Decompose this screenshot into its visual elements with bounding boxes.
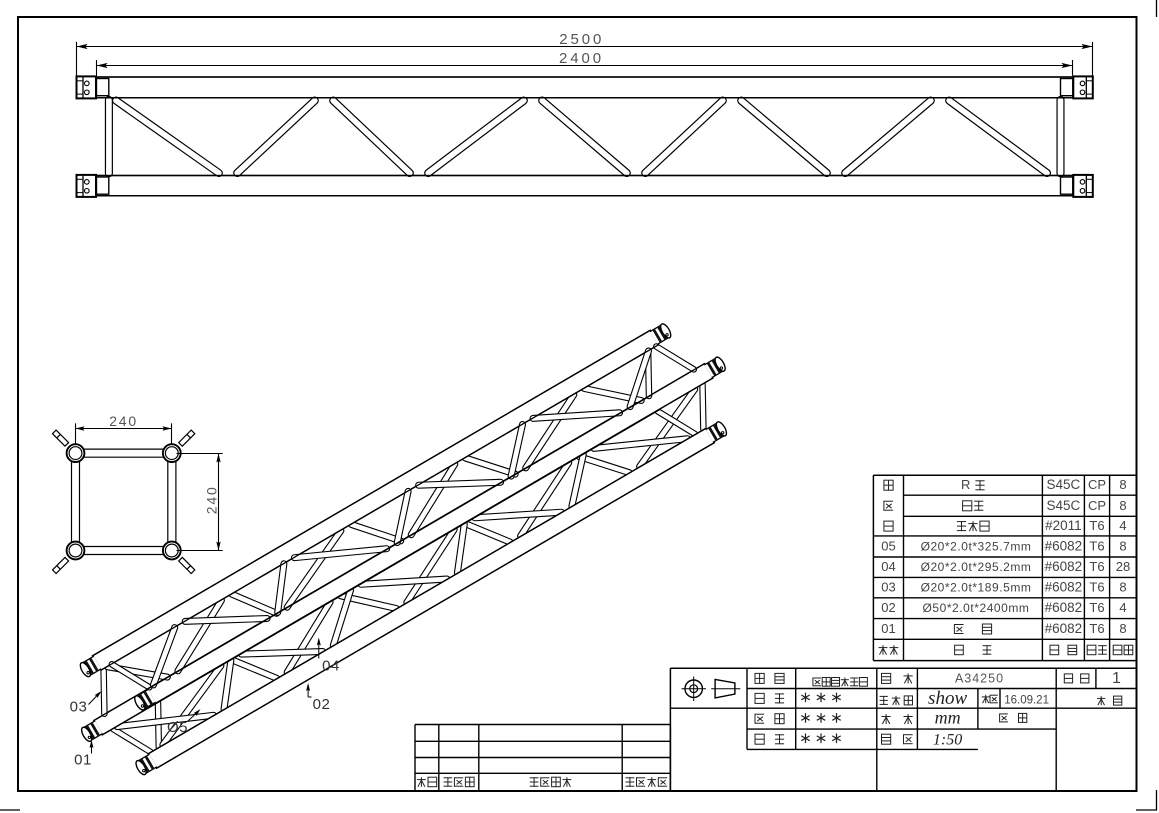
svg-text:A34250: A34250 [955,671,1004,685]
svg-text:01: 01 [881,621,895,636]
svg-text:CP: CP [1088,498,1106,513]
svg-text:Ø20*2.0t*325.7mm: Ø20*2.0t*325.7mm [921,540,1032,554]
svg-text:8: 8 [1119,477,1126,492]
svg-text:8: 8 [1119,580,1126,595]
svg-text:#6082: #6082 [1045,621,1083,636]
svg-text:1:50: 1:50 [933,732,962,749]
svg-text:Ø5: Ø5 [167,719,188,736]
svg-text:01: 01 [74,752,92,769]
svg-text:T6: T6 [1089,539,1104,554]
svg-text:02: 02 [313,696,331,713]
svg-text:Ø20*2.0t*189.5mm: Ø20*2.0t*189.5mm [921,581,1032,595]
svg-text:mm: mm [935,708,961,728]
svg-text:8: 8 [1119,498,1126,513]
svg-text:1: 1 [1112,670,1121,687]
svg-text:T6: T6 [1089,580,1104,595]
svg-text:2400: 2400 [559,50,604,67]
svg-text:04: 04 [881,559,895,574]
svg-text:#6082: #6082 [1045,580,1083,595]
svg-text:show: show [928,688,967,709]
svg-text:CP: CP [1088,477,1106,492]
svg-text:8: 8 [1119,621,1126,636]
svg-text:R: R [961,477,971,492]
svg-text:T6: T6 [1089,600,1104,615]
svg-text:#6082: #6082 [1045,559,1083,574]
svg-text:05: 05 [881,539,895,554]
svg-text:02: 02 [881,600,895,615]
svg-text:S45C: S45C [1047,477,1081,492]
svg-text:T6: T6 [1089,559,1104,574]
svg-text:240: 240 [109,413,138,429]
svg-text:04: 04 [322,658,340,675]
svg-text:4: 4 [1119,600,1126,615]
svg-text:4: 4 [1119,518,1126,533]
svg-text:Ø20*2.0t*295.2mm: Ø20*2.0t*295.2mm [921,560,1032,574]
svg-text:28: 28 [1116,559,1130,574]
svg-text:#2011: #2011 [1045,518,1082,533]
svg-text:240: 240 [204,485,220,514]
svg-text:16.09.21: 16.09.21 [1004,695,1049,707]
svg-text:Ø50*2.0t*2400mm: Ø50*2.0t*2400mm [923,601,1030,615]
svg-text:#6082: #6082 [1045,600,1083,615]
svg-text:2500: 2500 [559,31,604,48]
svg-text:8: 8 [1119,539,1126,554]
svg-text:03: 03 [881,580,895,595]
svg-text:T6: T6 [1089,518,1104,533]
svg-text:T6: T6 [1089,621,1104,636]
svg-text:03: 03 [70,699,88,716]
svg-text:S45C: S45C [1047,498,1081,513]
svg-text:#6082: #6082 [1045,539,1083,554]
